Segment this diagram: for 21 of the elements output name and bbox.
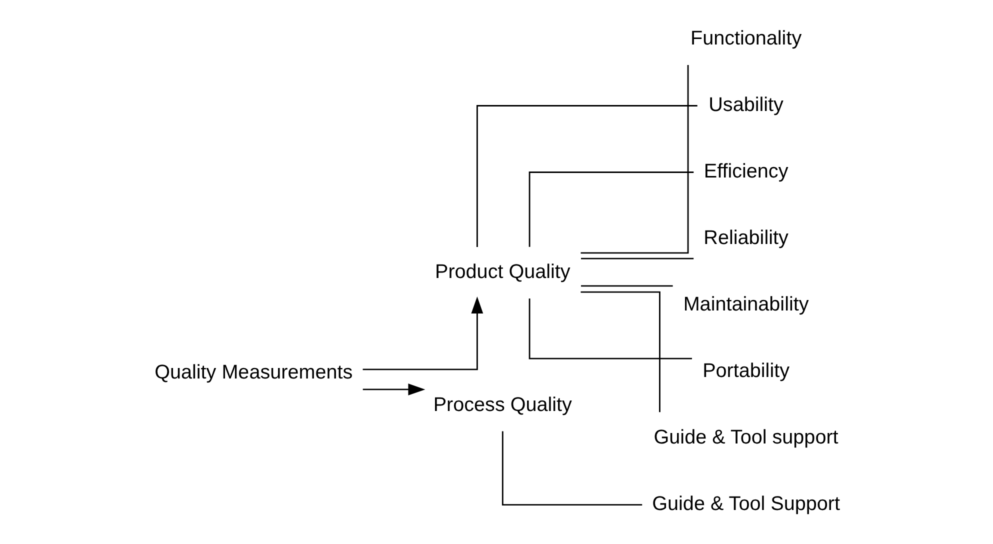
node-text: Guide & Tool Support [652, 493, 840, 516]
node-text: Product Quality [434, 260, 570, 283]
connector [580, 291, 660, 412]
connector [528, 172, 694, 247]
node-text: Portability [702, 360, 790, 382]
node-text: Functionality [690, 27, 802, 50]
node-text: Maintainability [682, 293, 808, 316]
connector [580, 258, 694, 260]
connector [580, 285, 672, 287]
node-text: Process Quality [432, 394, 572, 416]
connector [580, 65, 688, 254]
connector [501, 431, 642, 506]
connector [528, 298, 692, 360]
node-text: Guide & Tool support [653, 426, 838, 448]
node-text: Efficiency [703, 160, 788, 182]
arrow [362, 296, 483, 370]
connector [476, 105, 697, 247]
node-text: Reliability [703, 226, 788, 249]
node-text: Usability [708, 94, 783, 116]
node-text: Quality Measurements [154, 361, 352, 384]
arrow [362, 384, 425, 396]
